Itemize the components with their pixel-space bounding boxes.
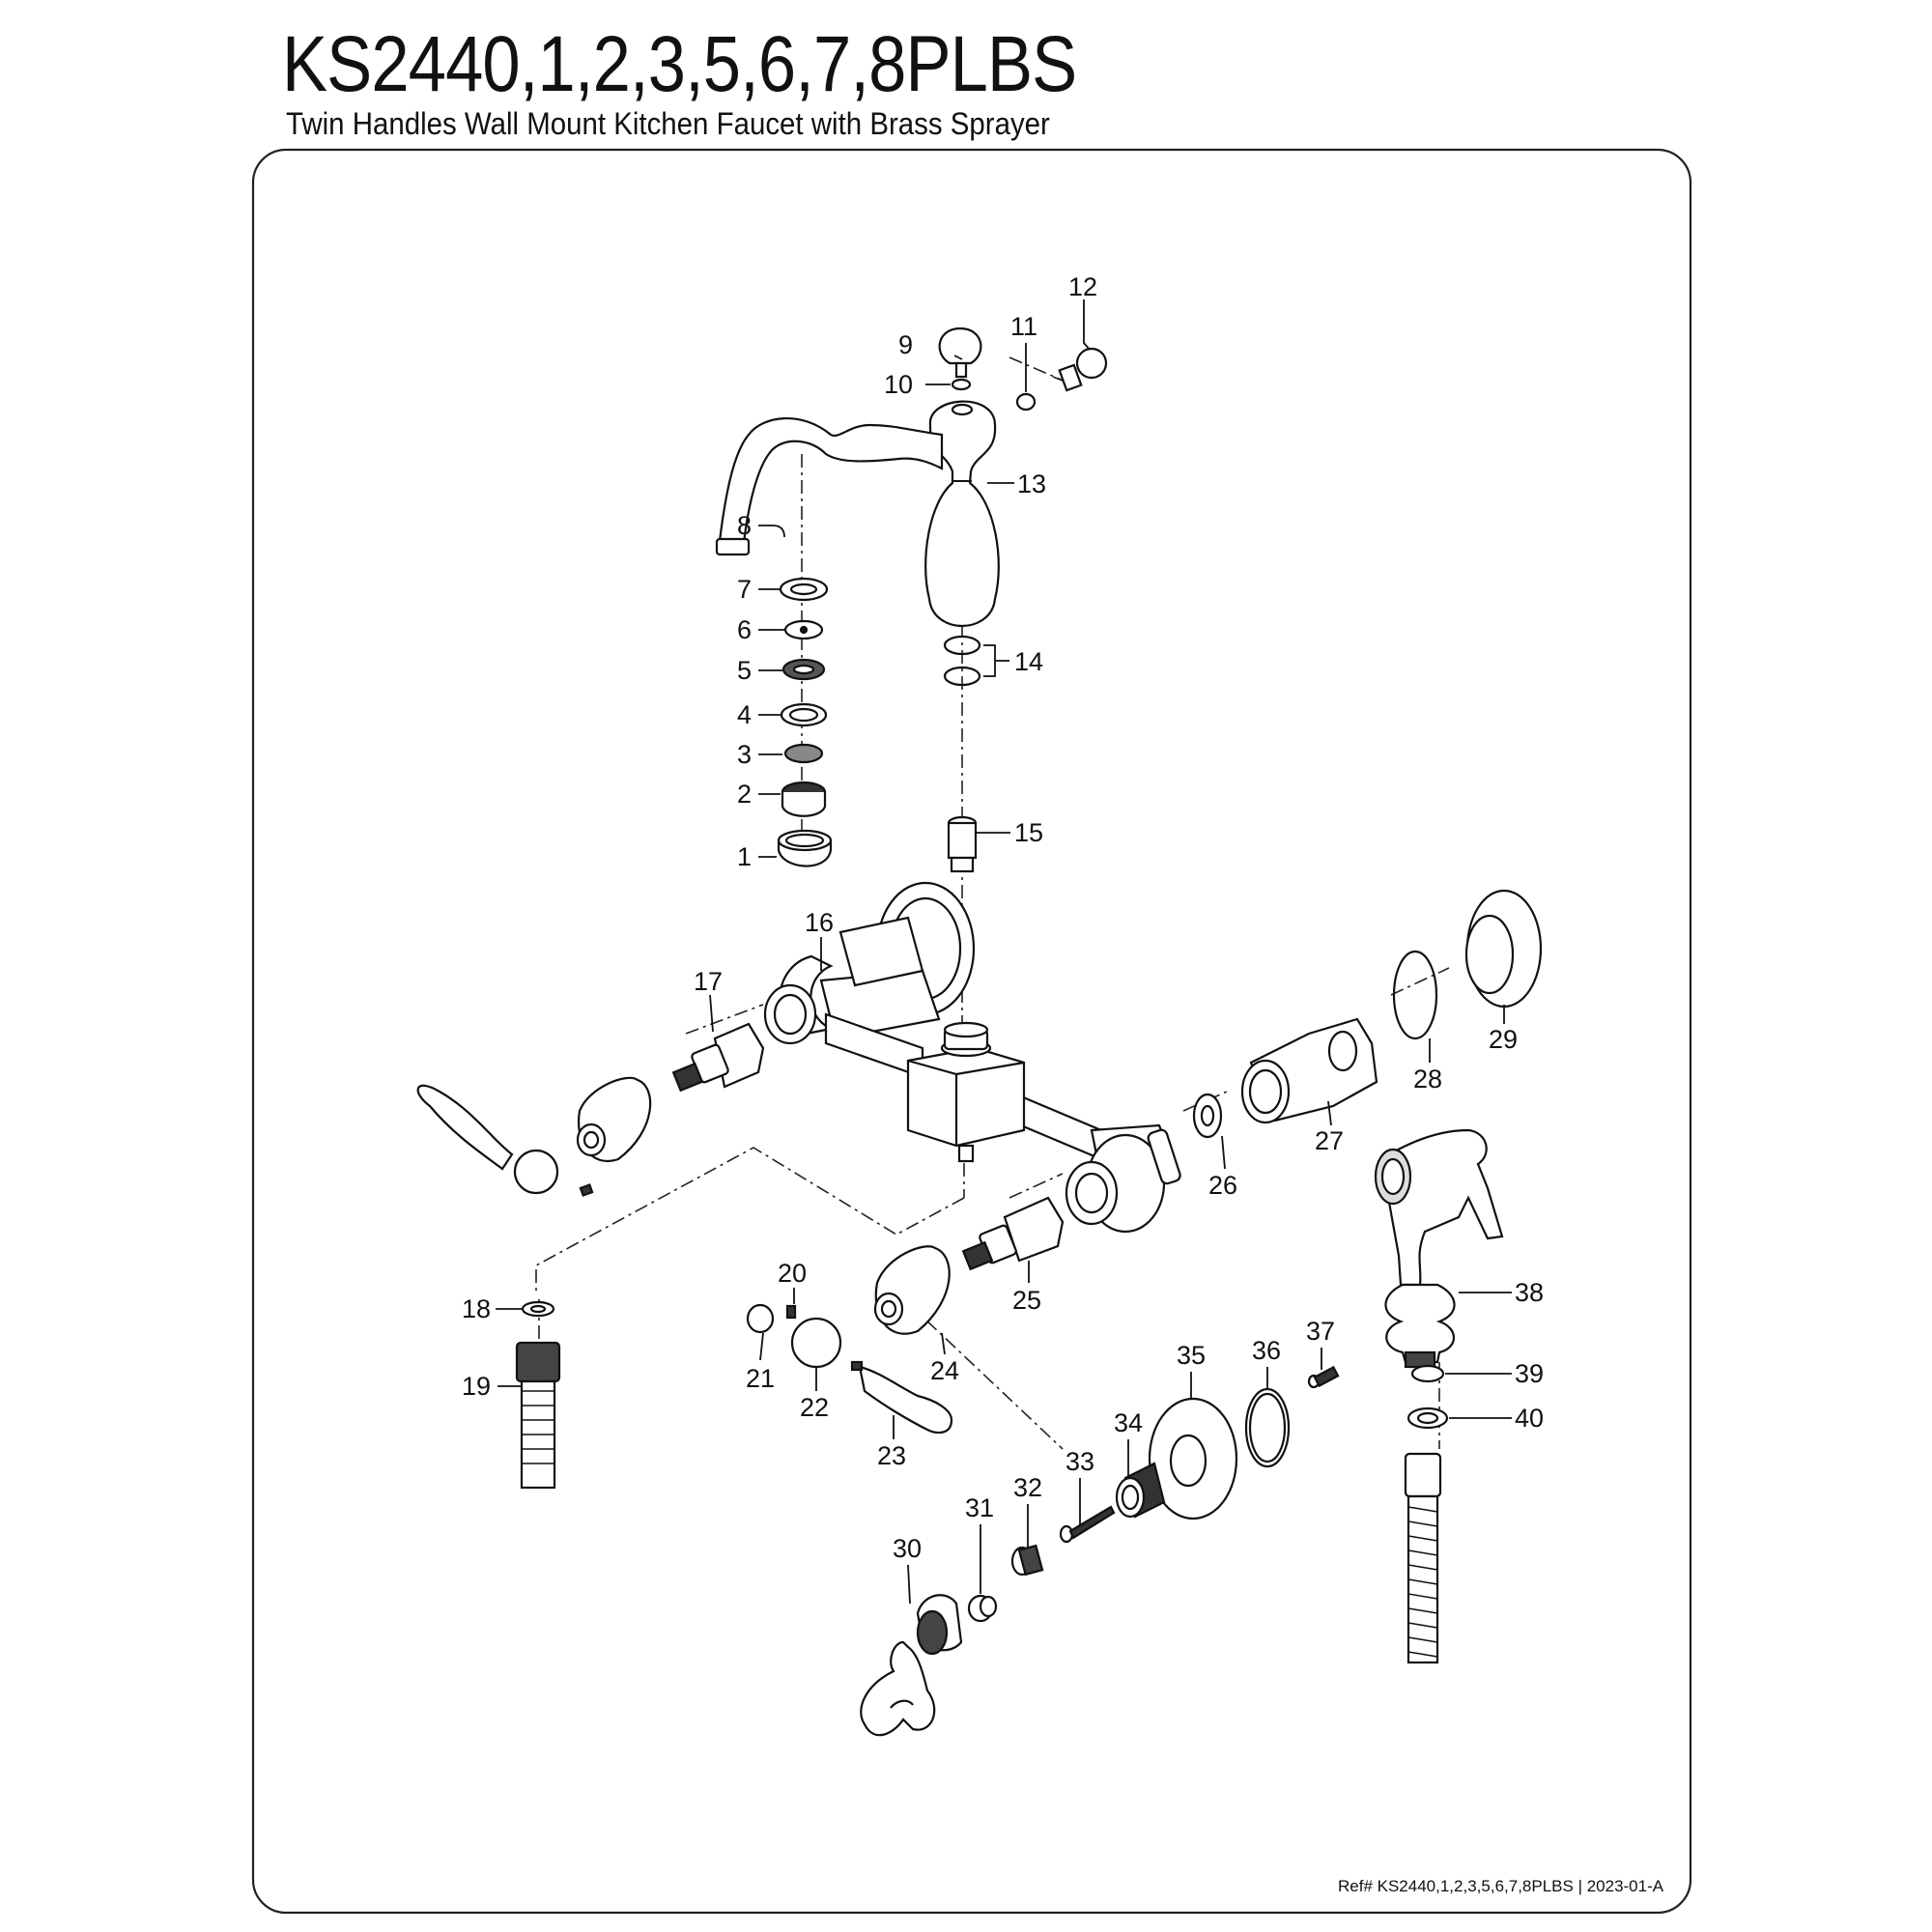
- part-label-30: 30: [893, 1534, 922, 1563]
- part-label-26: 26: [1208, 1171, 1237, 1200]
- part-label-36: 36: [1252, 1336, 1281, 1365]
- spout-body: [924, 400, 1000, 628]
- page-title: KS2440,1,2,3,5,6,7,8PLBS: [282, 20, 1077, 108]
- part-label-8: 8: [737, 511, 752, 540]
- header: KS2440,1,2,3,5,6,7,8PLBS Twin Handles Wa…: [0, 0, 1932, 145]
- right-handle-group: [746, 1196, 1065, 1435]
- part-label-24: 24: [930, 1356, 959, 1385]
- page-subtitle: Twin Handles Wall Mount Kitchen Faucet w…: [286, 106, 1050, 141]
- part-label-34: 34: [1114, 1408, 1143, 1437]
- finial-knob: [938, 327, 982, 365]
- sprayer-group: [860, 1128, 1504, 1737]
- part-label-20: 20: [778, 1259, 807, 1288]
- left-lever-handle: [416, 1084, 594, 1197]
- part-label-22: 22: [800, 1393, 829, 1422]
- valve-body-group: [763, 881, 1181, 1234]
- supply-tube: [515, 1341, 561, 1490]
- aerator-cap: [777, 829, 833, 867]
- left-handle-group: [416, 1022, 765, 1197]
- part-label-38: 38: [1515, 1278, 1544, 1307]
- valve-center-block: [906, 1046, 1026, 1148]
- supply-fitting-group: [515, 1300, 561, 1490]
- part-label-27: 27: [1315, 1126, 1344, 1155]
- part-label-14: 14: [1014, 647, 1043, 676]
- spout-group: [715, 327, 1108, 873]
- part-label-28: 28: [1413, 1065, 1442, 1094]
- part-label-23: 23: [877, 1441, 906, 1470]
- part-label-29: 29: [1489, 1025, 1518, 1054]
- part-label-21: 21: [746, 1364, 775, 1393]
- right-mount-group: [1192, 889, 1543, 1139]
- part-label-15: 15: [1014, 818, 1043, 847]
- part-label-16: 16: [805, 908, 834, 937]
- part-label-11: 11: [1010, 312, 1037, 341]
- part-label-39: 39: [1515, 1359, 1544, 1388]
- leader-lines: [496, 299, 1512, 1605]
- part-label-17: 17: [694, 967, 723, 996]
- aerator-mesh: [783, 743, 824, 764]
- right-cartridge: [961, 1196, 1065, 1271]
- part-label-5: 5: [737, 656, 752, 685]
- part-label-37: 37: [1306, 1317, 1335, 1346]
- part-label-1: 1: [737, 842, 752, 871]
- part-label-3: 3: [737, 740, 752, 769]
- sprayer-set-screw: [1307, 1365, 1340, 1389]
- sprayer-hose: [1404, 1452, 1442, 1664]
- check-valve: [1010, 1544, 1044, 1577]
- plug: [967, 1594, 998, 1623]
- part-label-40: 40: [1515, 1404, 1544, 1433]
- part-label-9: 9: [898, 330, 913, 359]
- part-label-33: 33: [1065, 1447, 1094, 1476]
- part-label-31: 31: [965, 1493, 994, 1522]
- part-label-32: 32: [1013, 1473, 1042, 1502]
- left-cartridge: [671, 1022, 765, 1093]
- diverter-assembly: [860, 1594, 963, 1737]
- part-label-2: 2: [737, 780, 752, 809]
- spout-adapter: [947, 815, 978, 873]
- part-label-35: 35: [1177, 1341, 1206, 1370]
- diagram-frame: [251, 148, 1692, 1915]
- part-label-10: 10: [884, 370, 913, 399]
- reference-number: Ref# KS2440,1,2,3,5,6,7,8PLBS | 2023-01-…: [1338, 1877, 1664, 1895]
- part-label-7: 7: [737, 575, 752, 604]
- part-label-19: 19: [462, 1372, 491, 1401]
- part-label-6: 6: [737, 615, 752, 644]
- right-handle-hub: [790, 1317, 842, 1369]
- sprayer-long-screw: [1059, 1505, 1116, 1544]
- end-cap: [1058, 347, 1108, 392]
- side-sprayer: [1374, 1128, 1504, 1369]
- part-labels: 1 2 3 4 5 6 7 8 9 10 11 12 13 14 15 16 1…: [462, 272, 1544, 1563]
- part-label-13: 13: [1017, 469, 1046, 498]
- part-label-4: 4: [737, 700, 752, 729]
- part-label-12: 12: [1068, 272, 1097, 301]
- spout-tube: [718, 416, 944, 545]
- part-label-18: 18: [462, 1294, 491, 1323]
- aerator-insert: [781, 781, 827, 817]
- sprayer-nipple: [1115, 1462, 1166, 1519]
- right-lever-handle: [858, 1365, 953, 1435]
- part-label-25: 25: [1012, 1286, 1041, 1315]
